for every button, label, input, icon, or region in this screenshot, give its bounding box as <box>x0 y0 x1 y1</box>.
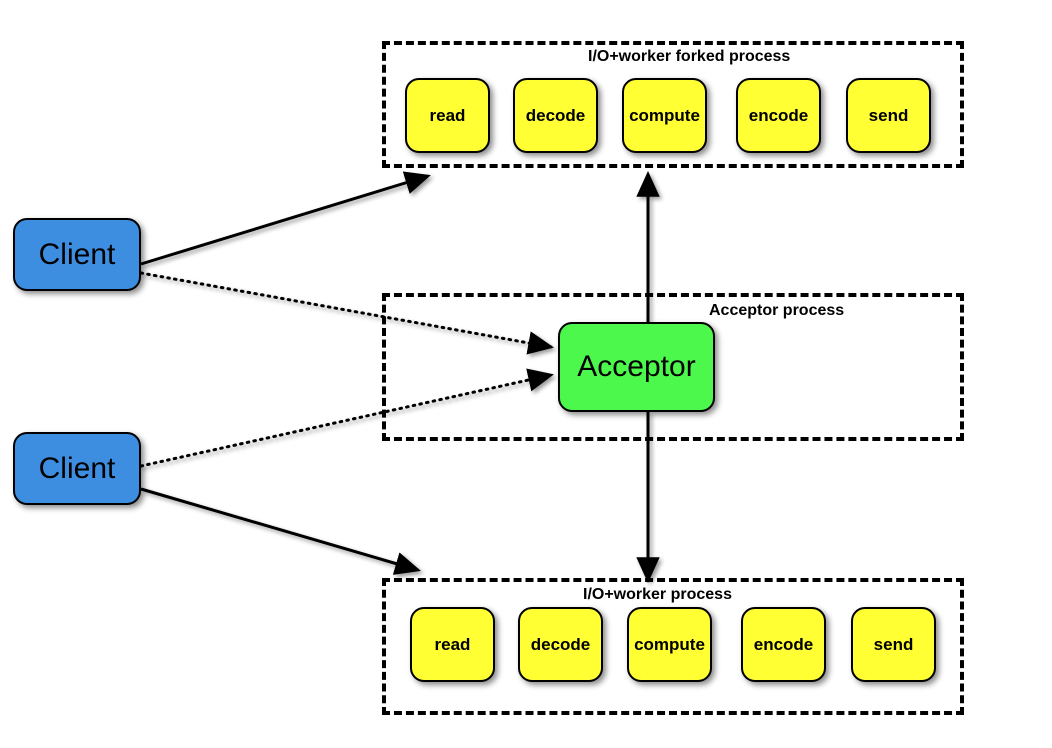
node-worker-compute-label: compute <box>634 635 705 654</box>
group-label-acceptor-process: Acceptor process <box>709 302 845 319</box>
node-forked-compute[interactable]: compute <box>622 78 707 153</box>
node-forked-send[interactable]: send <box>846 78 931 153</box>
node-forked-compute-label: compute <box>629 106 700 125</box>
group-box-acceptor-process <box>382 293 964 441</box>
node-forked-send-label: send <box>868 106 909 125</box>
node-forked-encode-label: encode <box>748 106 809 125</box>
node-client-top-label: Client <box>38 237 116 271</box>
node-forked-encode[interactable]: encode <box>736 78 821 153</box>
group-box-worker-process <box>382 578 964 715</box>
node-forked-decode[interactable]: decode <box>513 78 598 153</box>
node-worker-decode[interactable]: decode <box>518 607 603 682</box>
edge-client1-to-forked-process <box>140 171 431 266</box>
node-client-bottom[interactable]: Client <box>13 432 141 505</box>
node-worker-compute[interactable]: compute <box>627 607 712 682</box>
node-forked-decode-label: decode <box>525 106 586 125</box>
node-worker-read[interactable]: read <box>410 607 495 682</box>
group-box-forked-process <box>382 41 964 168</box>
node-worker-send[interactable]: send <box>851 607 936 682</box>
node-forked-read-label: read <box>429 106 466 125</box>
node-client-bottom-label: Client <box>38 451 116 485</box>
node-acceptor[interactable]: Acceptor <box>558 322 715 412</box>
node-worker-encode[interactable]: encode <box>741 607 826 682</box>
node-forked-read[interactable]: read <box>405 78 490 153</box>
group-label-worker-process: I/O+worker process <box>583 586 732 603</box>
node-worker-send-label: send <box>873 635 914 654</box>
node-worker-read-label: read <box>434 635 471 654</box>
node-client-top[interactable]: Client <box>13 218 141 291</box>
group-label-forked-process: I/O+worker forked process <box>588 48 791 65</box>
edge-client2-to-worker-process <box>140 487 421 575</box>
node-acceptor-label: Acceptor <box>577 350 696 383</box>
edge-client1-to-acceptor <box>139 271 554 355</box>
node-worker-encode-label: encode <box>753 635 814 654</box>
node-worker-decode-label: decode <box>530 635 591 654</box>
edge-client2-to-acceptor <box>139 368 554 468</box>
